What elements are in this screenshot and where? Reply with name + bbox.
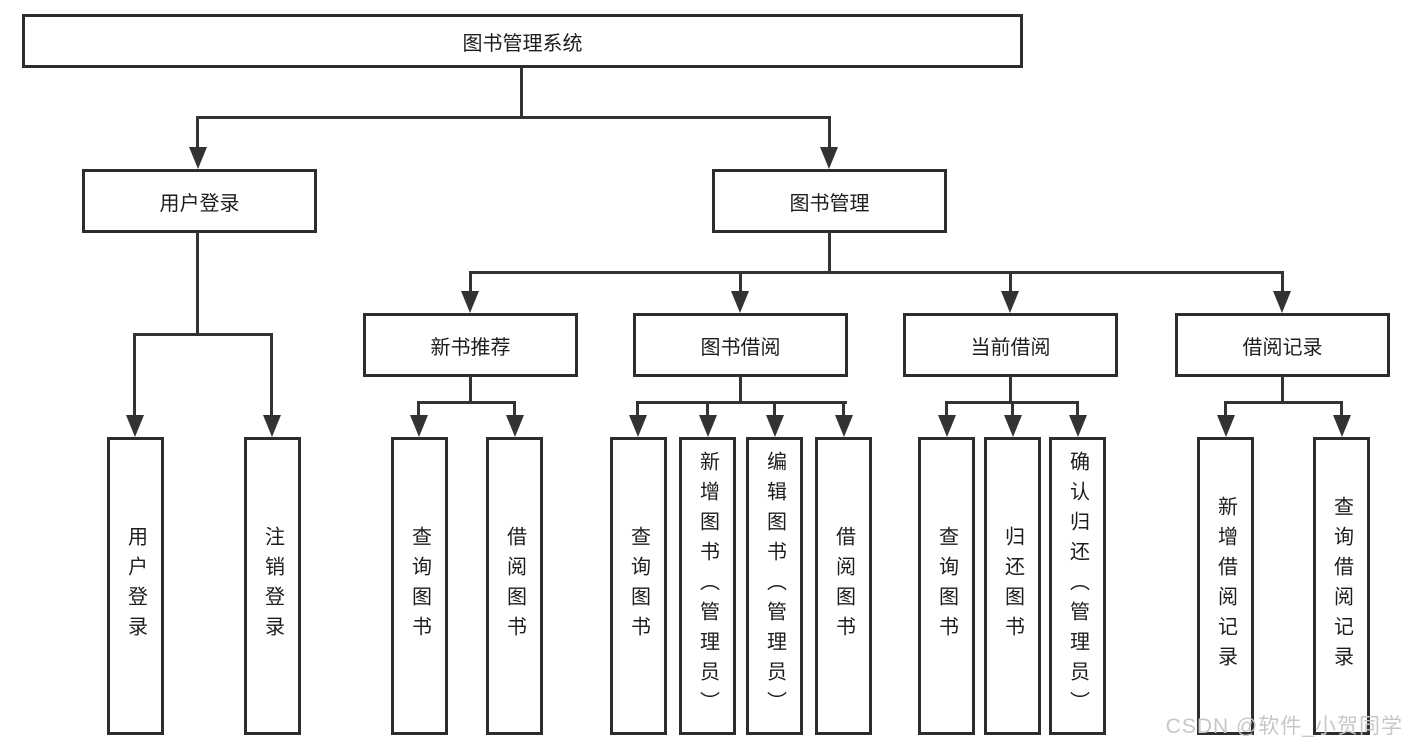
node-borrow-records: 借阅记录: [1175, 313, 1390, 377]
connector-line: [828, 233, 831, 274]
node-book-borrow: 图书借阅: [633, 313, 848, 377]
arrow-down-icon: [1333, 415, 1351, 437]
arrow-down-icon: [1217, 415, 1235, 437]
node-book-borrow-label: 图书借阅: [700, 336, 781, 359]
connector-line: [1224, 401, 1227, 418]
leaf-borrow-books-borrow-label: 借阅图书: [832, 526, 855, 646]
connector-line: [513, 401, 516, 418]
arrow-down-icon: [731, 291, 749, 313]
node-root-label: 图书管理系统: [462, 32, 583, 55]
connector-line: [773, 401, 776, 418]
node-root: 图书管理系统: [22, 14, 1023, 68]
arrow-down-icon: [410, 415, 428, 437]
connector-line: [196, 116, 199, 152]
arrow-down-icon: [629, 415, 647, 437]
connector-line: [636, 401, 847, 404]
connector-line: [1340, 401, 1343, 418]
leaf-edit-book-admin: 编辑图书（管理员）: [746, 437, 803, 735]
connector-line: [739, 377, 742, 404]
arrow-down-icon: [820, 147, 838, 169]
connector-line: [520, 68, 523, 119]
leaf-query-books-recommend-label: 查询图书: [408, 526, 431, 646]
node-current-borrow: 当前借阅: [903, 313, 1118, 377]
connector-line: [706, 401, 709, 418]
node-book-management-label: 图书管理: [789, 192, 870, 215]
connector-line: [133, 333, 136, 417]
arrow-down-icon: [1001, 291, 1019, 313]
node-borrow-records-label: 借阅记录: [1242, 336, 1323, 359]
leaf-logout-label: 注销登录: [261, 526, 284, 646]
connector-line: [1076, 401, 1079, 418]
node-book-management: 图书管理: [712, 169, 947, 233]
connector-line: [196, 116, 831, 119]
leaf-borrow-books-borrow: 借阅图书: [815, 437, 872, 735]
leaf-query-books-recommend: 查询图书: [391, 437, 448, 735]
leaf-query-borrow-record-label: 查询借阅记录: [1330, 496, 1353, 676]
leaf-add-book-admin: 新增图书（管理员）: [679, 437, 736, 735]
connector-line: [469, 377, 472, 404]
node-user-login-label: 用户登录: [159, 192, 240, 215]
connector-line: [945, 401, 948, 418]
arrow-down-icon: [766, 415, 784, 437]
connector-line: [739, 271, 742, 295]
leaf-add-borrow-record-label: 新增借阅记录: [1214, 496, 1237, 676]
arrow-down-icon: [506, 415, 524, 437]
arrow-down-icon: [1004, 415, 1022, 437]
node-current-borrow-label: 当前借阅: [970, 336, 1051, 359]
leaf-add-book-admin-label: 新增图书（管理员）: [696, 451, 719, 721]
connector-line: [196, 233, 199, 336]
arrow-down-icon: [938, 415, 956, 437]
leaf-edit-book-admin-label: 编辑图书（管理员）: [763, 451, 786, 721]
leaf-query-books-current-label: 查询图书: [935, 526, 958, 646]
arrow-down-icon: [263, 415, 281, 437]
leaf-confirm-return-admin: 确认归还（管理员）: [1049, 437, 1106, 735]
connector-line: [1009, 271, 1012, 295]
connector-line: [469, 271, 472, 295]
leaf-confirm-return-admin-label: 确认归还（管理员）: [1066, 451, 1089, 721]
connector-line: [133, 333, 273, 336]
leaf-query-books-borrow: 查询图书: [610, 437, 667, 735]
connector-line: [417, 401, 516, 404]
arrow-down-icon: [461, 291, 479, 313]
leaf-query-books-current: 查询图书: [918, 437, 975, 735]
connector-line: [636, 401, 639, 418]
arrow-down-icon: [1069, 415, 1087, 437]
node-new-book-recommend: 新书推荐: [363, 313, 578, 377]
node-user-login: 用户登录: [82, 169, 317, 233]
connector-line: [1009, 377, 1012, 404]
connector-line: [417, 401, 420, 418]
leaf-query-borrow-record: 查询借阅记录: [1313, 437, 1370, 735]
arrow-down-icon: [189, 147, 207, 169]
leaf-user-login-label: 用户登录: [124, 526, 147, 646]
connector-line: [469, 271, 1284, 274]
connector-line: [828, 116, 831, 152]
connector-line: [1281, 377, 1284, 404]
leaf-borrow-books-recommend-label: 借阅图书: [503, 526, 526, 646]
arrow-down-icon: [126, 415, 144, 437]
leaf-logout: 注销登录: [244, 437, 301, 735]
leaf-return-book: 归还图书: [984, 437, 1041, 735]
watermark: CSDN @软件_小贺同学: [1165, 715, 1403, 738]
arrow-down-icon: [699, 415, 717, 437]
leaf-query-books-borrow-label: 查询图书: [627, 526, 650, 646]
connector-line: [842, 401, 845, 418]
arrow-down-icon: [1273, 291, 1291, 313]
node-new-book-recommend-label: 新书推荐: [430, 336, 511, 359]
connector-line: [1224, 401, 1343, 404]
connector-line: [1281, 271, 1284, 295]
arrow-down-icon: [835, 415, 853, 437]
leaf-borrow-books-recommend: 借阅图书: [486, 437, 543, 735]
leaf-user-login: 用户登录: [107, 437, 164, 735]
connector-line: [1011, 401, 1014, 418]
leaf-add-borrow-record: 新增借阅记录: [1197, 437, 1254, 735]
leaf-return-book-label: 归还图书: [1001, 526, 1024, 646]
connector-line: [270, 333, 273, 417]
